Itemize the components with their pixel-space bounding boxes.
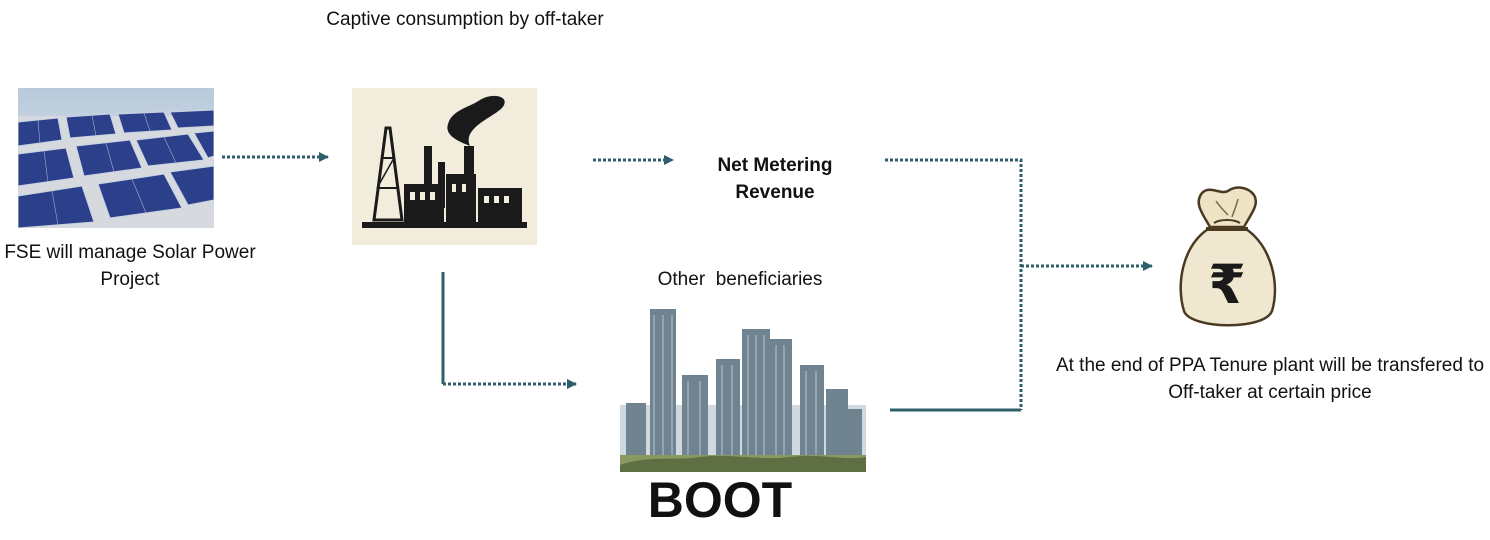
factory-image [352, 88, 537, 245]
net-metering-revenue-label: Net Metering Revenue [717, 155, 833, 203]
solar-panels-image [18, 88, 214, 228]
line-net-metering-to-junction [885, 158, 1023, 410]
city-buildings-image [620, 305, 866, 472]
captive-consumption-label: Captive consumption by off-taker [326, 9, 604, 30]
fse-solar-project-label: FSE will manage Solar Power Project [4, 242, 256, 290]
other-beneficiaries-label: Other beneficiaries [657, 269, 823, 290]
rupee-symbol: ₹ [1208, 253, 1246, 316]
boot-model-title: BOOT [647, 472, 793, 528]
ppa-tenure-transfer-label: At the end of PPA Tenure plant will be t… [1055, 355, 1485, 403]
money-bag-image: ₹ [1172, 185, 1284, 333]
